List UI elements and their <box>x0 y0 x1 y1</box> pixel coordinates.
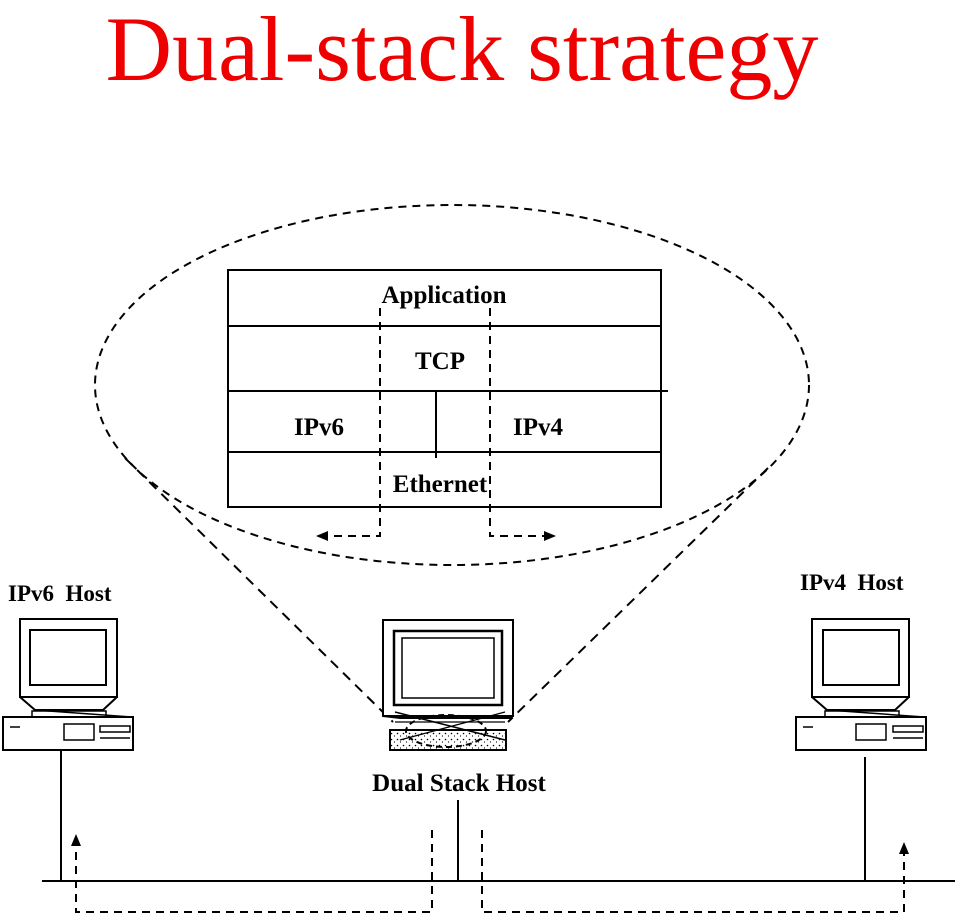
zoom-ellipse <box>94 204 810 566</box>
ipv6-traffic-arrow <box>71 830 433 913</box>
ipv4-flow-arrow <box>489 308 556 541</box>
protocol-stack: Application TCP IPv6 IPv4 Ethernet <box>227 269 668 508</box>
page-title: Dual-stack strategy <box>106 0 819 100</box>
layer-ipv6: IPv6 <box>294 414 344 441</box>
layer-application: Application <box>381 282 506 309</box>
layer-ethernet: Ethernet <box>393 471 488 498</box>
ipv6-flow-arrow <box>316 308 381 541</box>
ipv4-traffic-arrow <box>481 830 909 913</box>
zoom-line-right <box>507 467 769 723</box>
dual-stack-host-computer-icon <box>382 619 514 751</box>
dual-stack-host-label: Dual Stack Host <box>372 770 546 797</box>
ipv4-host-computer-icon <box>795 618 927 751</box>
layer-ipv4: IPv4 <box>513 414 564 441</box>
ipv4-host-label: IPv4 Host <box>800 570 904 595</box>
ipv6-host-label: IPv6 Host <box>8 581 112 606</box>
stack-outline <box>227 269 662 508</box>
layer-tcp: TCP <box>415 348 465 375</box>
ipv6-host-computer-icon <box>2 618 134 751</box>
zoom-line-left <box>124 457 394 723</box>
